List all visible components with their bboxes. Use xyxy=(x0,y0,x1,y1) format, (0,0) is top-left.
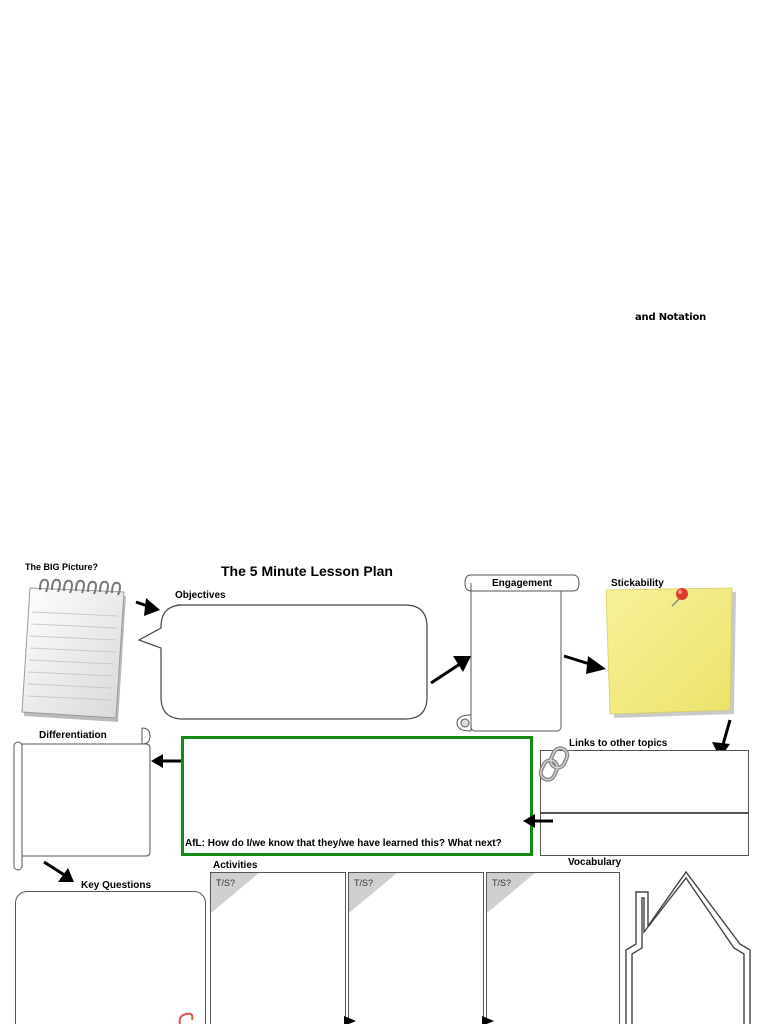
arrow-right-icon xyxy=(476,1016,496,1024)
arrow-left-icon xyxy=(149,752,183,770)
objectives-label: Objectives xyxy=(175,590,226,601)
arrow-right-icon xyxy=(338,1016,358,1024)
vocabulary-label: Vocabulary xyxy=(568,857,621,868)
links-label: Links to other topics xyxy=(569,738,667,749)
activities-label: Activities xyxy=(213,860,257,871)
arrow-right-icon xyxy=(562,652,608,676)
arrow-left-icon xyxy=(521,812,555,830)
arrow-down-right-icon xyxy=(42,860,76,884)
vocabulary-box xyxy=(540,813,749,856)
differentiation-scroll xyxy=(10,724,154,874)
objectives-speech-bubble xyxy=(137,604,431,724)
activity-tag-text-3: T/S? xyxy=(492,878,511,888)
chain-link-icon xyxy=(538,746,572,782)
notepad-icon xyxy=(22,576,130,724)
key-questions-box xyxy=(15,891,206,1024)
engagement-label: Engagement xyxy=(492,578,552,589)
sticky-note-icon xyxy=(604,580,738,720)
activity-tag-text-1: T/S? xyxy=(216,878,235,888)
big-picture-label: The BIG Picture? xyxy=(25,562,98,572)
house-icon xyxy=(622,870,752,1024)
pencil-icon xyxy=(176,1010,198,1024)
key-questions-label: Key Questions xyxy=(81,880,151,891)
activity-tag-text-2: T/S? xyxy=(354,878,373,888)
lesson-plan-title: The 5 Minute Lesson Plan xyxy=(221,563,393,579)
header-note: and Notation xyxy=(635,312,706,323)
afl-text: AfL: How do I/we know that they/we have … xyxy=(185,838,502,849)
